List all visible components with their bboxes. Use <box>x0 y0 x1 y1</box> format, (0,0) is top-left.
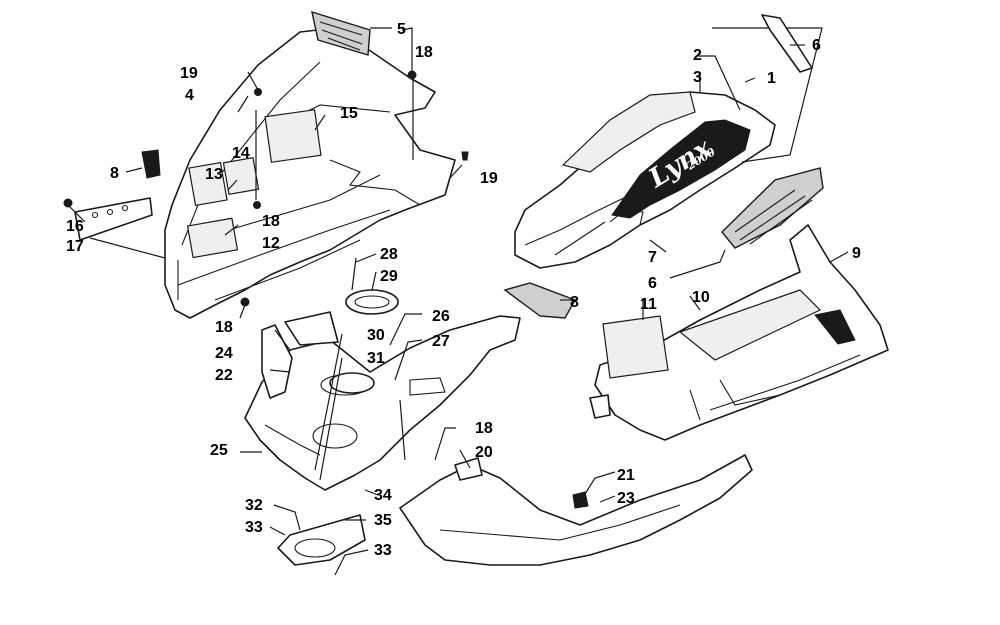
plate-32 <box>277 514 366 566</box>
callout-29: 30 <box>367 327 385 344</box>
side-vent-right <box>503 282 577 319</box>
callout-15: 15 <box>340 105 358 122</box>
callout-18-bottom: 18 <box>475 420 493 437</box>
side-panel-9 <box>589 224 889 441</box>
callout-19-left: 19 <box>180 65 198 82</box>
callout-28: 29 <box>380 268 398 285</box>
callout-21: 21 <box>617 467 635 484</box>
callout-24: 25 <box>210 442 228 459</box>
callout-25: 26 <box>432 308 450 325</box>
callout-26: 27 <box>432 333 450 350</box>
vent-grille-7 <box>721 167 824 249</box>
side-panel-assembly: Lynx 2000 <box>514 27 823 269</box>
trim-6-right <box>761 14 813 73</box>
decal-13 <box>188 161 228 207</box>
callout-6-upper: 5 <box>397 21 406 38</box>
callout-5: 7 <box>648 249 657 266</box>
callout-13: 13 <box>205 166 223 183</box>
side-vent-left <box>141 149 161 179</box>
callout-11: 11 <box>640 296 657 313</box>
decal-12 <box>186 217 239 259</box>
callout-23: 24 <box>215 345 233 362</box>
callout-16: 16 <box>66 218 84 235</box>
callout-7: 6 <box>648 275 657 292</box>
callout-33: 33 <box>374 542 392 559</box>
callout-31: 32 <box>245 497 263 514</box>
bracket-17 <box>63 197 153 241</box>
leader-lines <box>67 27 849 576</box>
callout-8-right: 8 <box>570 294 579 311</box>
callout-labels: 5 18 19 4 15 14 13 8 19 18 16 12 17 18 6… <box>66 21 861 559</box>
callout-4: 4 <box>185 87 194 104</box>
callout-12: 12 <box>262 235 280 252</box>
gasket-30 <box>329 372 375 394</box>
callout-14: 14 <box>232 145 250 162</box>
vent-grille-upper <box>311 10 371 56</box>
callout-2: 2 <box>693 47 702 64</box>
callout-30: 31 <box>367 350 385 367</box>
callout-22-left: 22 <box>215 367 233 384</box>
callout-17: 17 <box>66 238 84 255</box>
callout-19-right: 19 <box>480 170 498 187</box>
callout-18-lower: 18 <box>215 319 233 336</box>
callout-18-top: 18 <box>415 44 433 61</box>
callout-22-right: 23 <box>617 490 635 507</box>
callout-10: 10 <box>692 289 710 306</box>
callout-8-left: 8 <box>110 165 119 182</box>
callout-3: 3 <box>693 69 702 86</box>
callout-34: 34 <box>374 487 392 504</box>
fastener-27 <box>351 257 357 291</box>
callout-9: 9 <box>852 245 861 262</box>
callout-32: 33 <box>245 519 263 536</box>
gasket-28 <box>345 289 399 315</box>
callout-6-right: 6 <box>812 37 821 54</box>
callout-35: 35 <box>374 512 392 529</box>
callout-1: 1 <box>767 70 776 87</box>
callout-27: 28 <box>380 246 398 263</box>
callout-18-mid: 18 <box>262 213 280 230</box>
callout-20: 20 <box>475 444 493 461</box>
decal-15 <box>264 109 322 163</box>
skid-plate-lower <box>399 454 753 566</box>
fasteners-upper <box>240 70 469 307</box>
